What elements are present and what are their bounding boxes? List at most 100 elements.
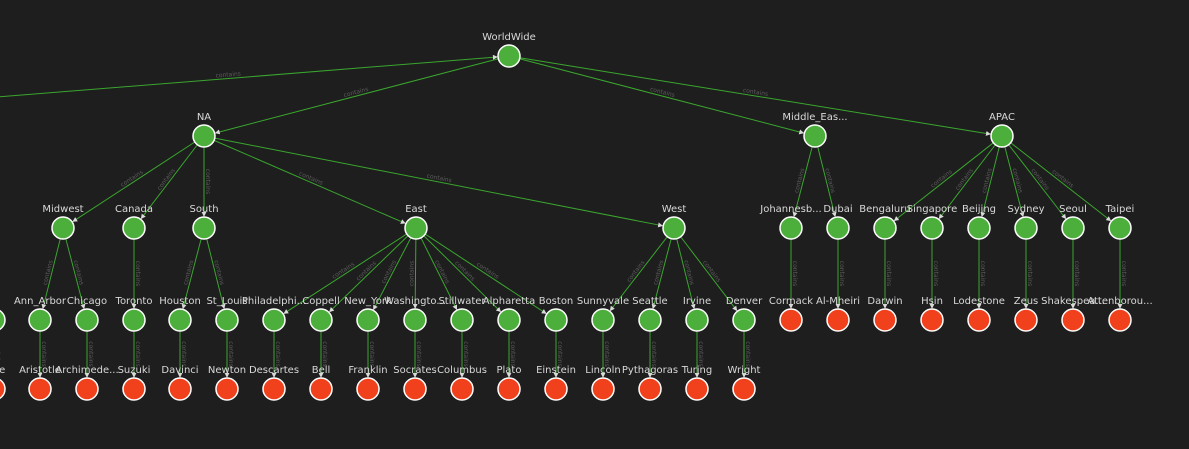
node-wright[interactable]: Wright <box>728 365 761 401</box>
edge-east-to-boston[interactable] <box>424 233 547 314</box>
node-sydney[interactable]: Sydney <box>1007 204 1045 240</box>
node-circle[interactable] <box>497 44 521 68</box>
node-philadelphia[interactable]: Philadelphi... <box>242 296 306 332</box>
node-circle[interactable] <box>826 216 850 240</box>
node-apac[interactable]: APAC <box>989 112 1015 148</box>
node-circle[interactable] <box>122 216 146 240</box>
node-circle[interactable] <box>662 216 686 240</box>
node-na[interactable]: NA <box>192 112 216 148</box>
edge-na-to-west[interactable] <box>214 137 664 228</box>
node-circle[interactable] <box>591 308 615 332</box>
edge-west-to-seattle[interactable] <box>651 238 672 310</box>
node-circle[interactable] <box>544 377 568 401</box>
node-circle[interactable] <box>51 216 75 240</box>
node-circle[interactable] <box>75 308 99 332</box>
edge-midwest-to-ann-arbor[interactable] <box>41 238 61 310</box>
node-plato[interactable]: Plato <box>497 365 522 401</box>
node-circle[interactable] <box>920 308 944 332</box>
node-circle[interactable] <box>591 377 615 401</box>
node-circle[interactable] <box>192 216 216 240</box>
node-zeus[interactable]: Zeus <box>1014 296 1039 332</box>
node-circle[interactable] <box>497 377 521 401</box>
node-circle[interactable] <box>990 124 1014 148</box>
node-circle[interactable] <box>0 378 6 400</box>
node-circle[interactable] <box>356 377 380 401</box>
node-franklin[interactable]: Franklin <box>348 365 388 401</box>
node-bell[interactable]: Bell <box>309 365 333 401</box>
node-midwest[interactable]: Midwest <box>42 204 84 240</box>
edge-apac-to-bengaluru[interactable] <box>893 142 994 222</box>
edge-west-to-sunnyvale[interactable] <box>609 236 668 312</box>
node-circle[interactable] <box>122 308 146 332</box>
edge-west-to-denver[interactable] <box>680 236 738 312</box>
edge-apac-to-singapore[interactable] <box>938 144 996 220</box>
node-seoul[interactable]: Seoul <box>1059 204 1087 240</box>
node-houston[interactable]: Houston <box>159 296 201 332</box>
node-circle[interactable] <box>404 216 428 240</box>
edge-na-to-canada[interactable] <box>140 144 198 220</box>
node-circle[interactable] <box>192 124 216 148</box>
node-denver[interactable]: Denver <box>726 296 763 332</box>
node-middle-east[interactable]: Middle_Eas... <box>782 112 848 148</box>
node-circle[interactable] <box>75 377 99 401</box>
node-circle[interactable] <box>450 377 474 401</box>
node-sunnyvale[interactable]: Sunnyvale <box>577 296 629 332</box>
node-south[interactable]: South <box>189 204 219 240</box>
node-chicago[interactable]: Chicago <box>67 296 107 332</box>
node-tone[interactable]: tone <box>0 365 6 400</box>
node-dubai[interactable]: Dubai <box>823 204 853 240</box>
node-circle[interactable] <box>309 377 333 401</box>
node-coppell[interactable]: Coppell <box>302 296 340 332</box>
node-canada[interactable]: Canada <box>115 204 153 240</box>
node-socrates[interactable]: Socrates <box>393 365 437 401</box>
node-circle[interactable] <box>826 308 850 332</box>
edge-middle-east-to-johannesburg[interactable] <box>792 146 813 218</box>
node-circle[interactable] <box>638 308 662 332</box>
node-einstein[interactable]: Einstein <box>536 365 576 401</box>
node-circle[interactable] <box>967 216 991 240</box>
node-new-york[interactable]: New_York <box>344 296 392 332</box>
node-circle[interactable] <box>803 124 827 148</box>
edge-worldwide-to-apac[interactable] <box>519 57 991 136</box>
node-washington[interactable]: Washingto... <box>384 296 446 332</box>
node-circle[interactable] <box>0 309 6 331</box>
node-davinci[interactable]: Davinci <box>161 365 199 401</box>
node-worldwide[interactable]: WorldWide <box>482 32 536 68</box>
node-stillwater[interactable]: Stillwater <box>438 296 486 332</box>
node-singapore[interactable]: Singapore <box>907 204 957 240</box>
node-suzuki[interactable]: Suzuki <box>118 365 151 401</box>
node-st-louis[interactable]: St_Louis <box>206 296 248 332</box>
node-is[interactable]: is <box>0 296 6 331</box>
node-bengaluru[interactable]: Bengaluru <box>859 204 911 240</box>
node-circle[interactable] <box>1061 308 1085 332</box>
node-darwin[interactable]: Darwin <box>867 296 903 332</box>
edge-west-to-irvine[interactable] <box>676 238 696 310</box>
node-circle[interactable] <box>168 377 192 401</box>
node-circle[interactable] <box>168 308 192 332</box>
node-circle[interactable] <box>544 308 568 332</box>
node-circle[interactable] <box>28 308 52 332</box>
node-ann-arbor[interactable]: Ann_Arbor <box>14 296 67 332</box>
node-circle[interactable] <box>215 308 239 332</box>
node-west[interactable]: West <box>662 204 687 240</box>
node-boston[interactable]: Boston <box>539 296 574 332</box>
edge-na-to-midwest[interactable] <box>72 141 196 222</box>
node-circle[interactable] <box>309 308 333 332</box>
node-circle[interactable] <box>262 377 286 401</box>
node-irvine[interactable]: Irvine <box>683 296 711 332</box>
node-circle[interactable] <box>356 308 380 332</box>
node-circle[interactable] <box>920 216 944 240</box>
node-turing[interactable]: Turing <box>681 365 713 401</box>
node-newton[interactable]: Newton <box>208 365 246 401</box>
node-circle[interactable] <box>873 308 897 332</box>
node-circle[interactable] <box>1108 308 1132 332</box>
edge-middle-east-to-dubai[interactable] <box>817 146 837 218</box>
node-hsin[interactable]: Hsin <box>920 296 944 332</box>
node-circle[interactable] <box>1061 216 1085 240</box>
node-circle[interactable] <box>403 308 427 332</box>
node-lodestone[interactable]: Lodestone <box>953 296 1005 332</box>
node-circle[interactable] <box>1108 216 1132 240</box>
node-circle[interactable] <box>1014 216 1038 240</box>
node-al-mheiri[interactable]: Al-Mheiri <box>816 296 860 332</box>
